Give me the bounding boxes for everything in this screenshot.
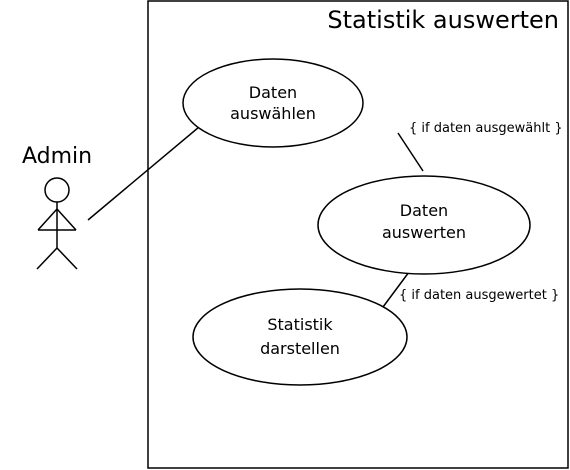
use-case-evaluate-data-line1: Daten (400, 201, 448, 220)
stick-figure-icon (36, 177, 78, 270)
use-case-evaluate-data-line2: auswerten (382, 223, 466, 242)
use-case-present-statistics-line1: Statistik (267, 315, 333, 334)
use-case-present-statistics-line2: darstellen (260, 339, 340, 358)
guard-if-data-evaluated: { if daten ausgewertet } (399, 288, 559, 303)
association-line-admin-select (87, 126, 200, 221)
system-boundary (147, 0, 569, 469)
use-case-evaluate-data[interactable]: Daten auswerten (317, 175, 531, 275)
use-case-select-data[interactable]: Daten auswählen (182, 58, 364, 148)
use-case-select-data-line2: auswählen (230, 104, 316, 123)
use-case-present-statistics[interactable]: Statistik darstellen (192, 288, 408, 386)
guard-if-data-selected: { if daten ausgewählt } (409, 121, 563, 136)
actor-name: Admin (22, 144, 92, 169)
use-case-select-data-line1: Daten (249, 83, 297, 102)
dependency-line-evaluate-present (382, 267, 413, 308)
dependency-line-select-evaluate (397, 132, 424, 172)
system-title: Statistik auswerten (327, 6, 559, 34)
